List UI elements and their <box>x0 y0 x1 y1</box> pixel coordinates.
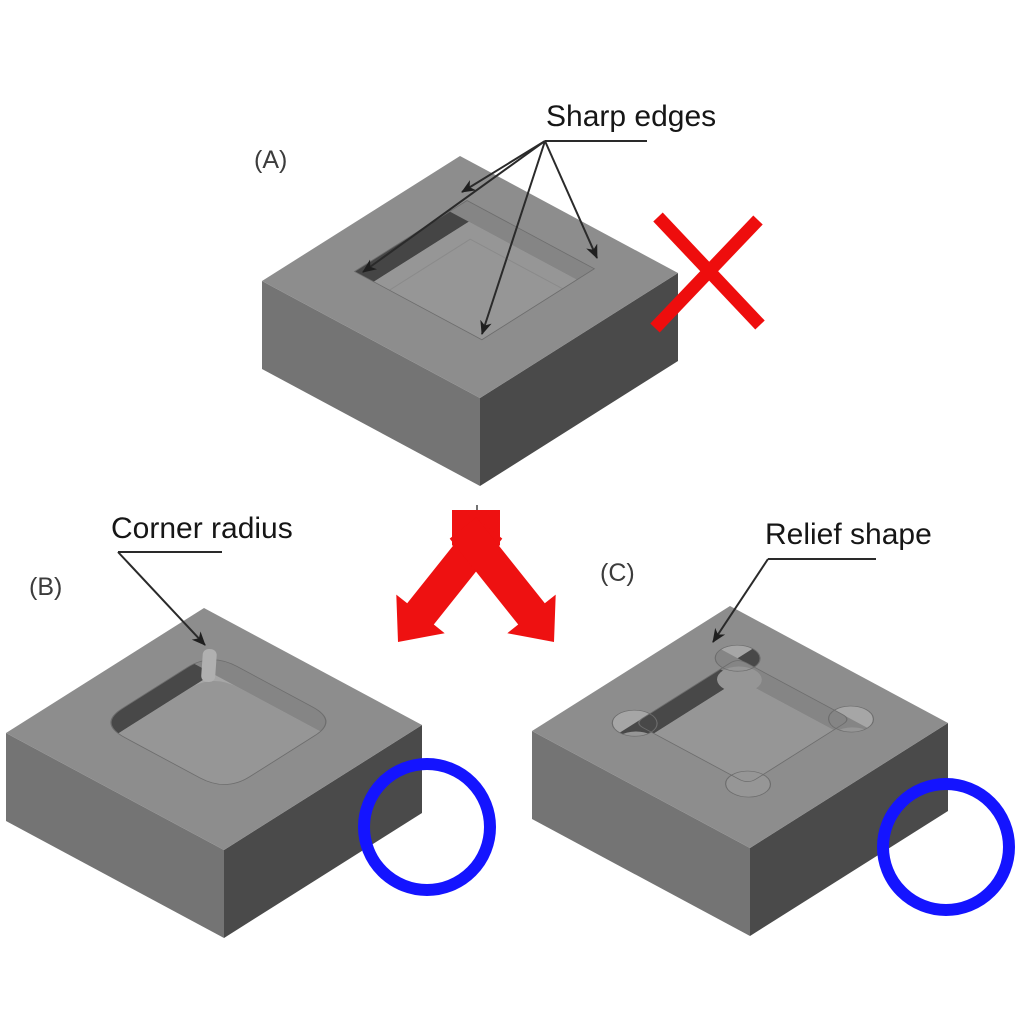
left-face <box>532 731 750 936</box>
leader-arrow <box>362 140 546 273</box>
pocket-rim-outline <box>110 659 327 785</box>
pocket-wall-back <box>435 200 595 307</box>
pocket-rim-outline <box>611 644 874 798</box>
leader-arrow <box>712 558 769 643</box>
right-face <box>224 725 422 938</box>
top-plane <box>532 606 948 848</box>
pocket-floor-inner-line <box>385 238 568 340</box>
annotation-sharp-edges: Sharp edges <box>546 100 717 133</box>
leader-arrow <box>544 140 598 259</box>
panel-label-c: (C) <box>600 559 635 587</box>
top-plane <box>262 156 678 398</box>
reject-x-mark <box>650 212 765 333</box>
split-arrow <box>396 505 556 642</box>
panel-label-a: (A) <box>254 146 288 174</box>
reject-x-stroke <box>650 215 763 333</box>
corner-radius-leader <box>117 551 222 646</box>
corner-radius-highlight <box>201 648 217 683</box>
top-plane <box>6 608 422 850</box>
block-b <box>6 608 422 938</box>
annotation-corner-radius: Corner radius <box>111 512 293 545</box>
block-a <box>262 156 678 486</box>
right-face <box>480 273 678 486</box>
leader-arrow <box>461 140 546 193</box>
panel-label-b: (B) <box>29 573 63 601</box>
left-face <box>6 733 224 938</box>
sharp-edges-leader <box>362 140 647 335</box>
pocket-rim-outline <box>353 199 596 341</box>
split-arrow-right <box>449 517 556 642</box>
relief-shape-leader <box>712 558 876 643</box>
approve-circle-c <box>877 778 1015 916</box>
annotation-relief-shape: Relief shape <box>765 518 932 551</box>
right-face <box>750 723 948 936</box>
block-c <box>532 606 948 936</box>
pocket-floor <box>614 666 876 803</box>
left-face <box>262 281 480 486</box>
leader-arrow <box>480 140 546 335</box>
approve-circle-b <box>358 758 496 896</box>
leader-arrow <box>117 551 206 646</box>
